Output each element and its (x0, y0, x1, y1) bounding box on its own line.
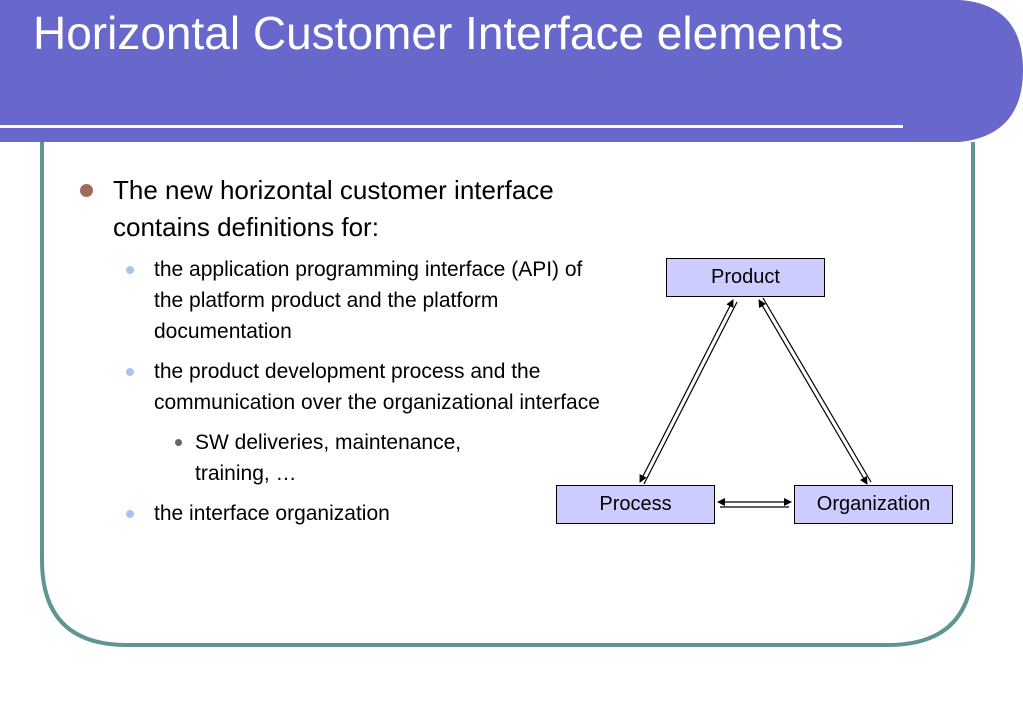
sub-sub-bullet-text: SW deliveries, maintenance, training, … (195, 431, 462, 485)
bullet-dot-icon (80, 184, 93, 197)
title-underline (0, 125, 903, 128)
bullet-dot-icon (126, 266, 134, 274)
sub-sub-bullet-deliveries: SW deliveries, maintenance, training, … (80, 427, 535, 489)
main-bullet: The new horizontal customer interface co… (80, 172, 610, 246)
bullet-dot-icon (175, 439, 182, 446)
sub-bullet-organization: the interface organization (80, 498, 610, 529)
content-frame (40, 142, 975, 647)
slide-title: Horizontal Customer Interface elements (33, 7, 844, 59)
sub-bullet-text: the interface organization (154, 502, 390, 525)
bullet-dot-icon (126, 368, 134, 376)
title-band (0, 0, 1023, 142)
bullet-list: The new horizontal customer interface co… (80, 172, 610, 538)
diagram-node-product: Product (666, 258, 825, 297)
main-bullet-text: The new horizontal customer interface co… (113, 175, 554, 242)
sub-bullet-api: the application programming interface (A… (80, 254, 610, 347)
bullet-dot-icon (126, 510, 134, 518)
sub-bullet-text: the product development process and the … (154, 360, 600, 414)
sub-bullet-text: the application programming interface (A… (154, 258, 583, 343)
diagram-node-process: Process (556, 485, 715, 524)
sub-bullet-process: the product development process and the … (80, 356, 610, 418)
diagram-node-organization: Organization (794, 485, 953, 524)
